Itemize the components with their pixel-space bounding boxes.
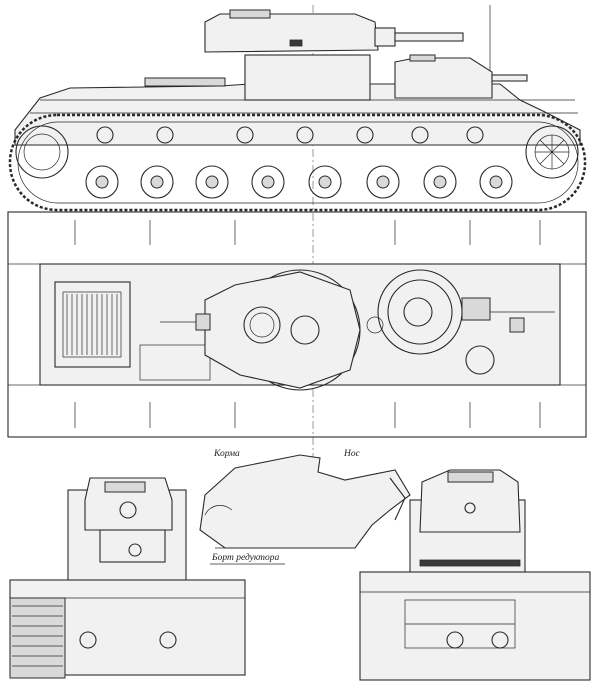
idler-wheel: [15, 125, 69, 179]
cupola: [229, 9, 271, 19]
front-tow-hook-right: [491, 631, 509, 649]
return-rollers: [96, 126, 484, 144]
small-turret: [394, 57, 493, 99]
top-view: [7, 211, 587, 438]
rear-tow-hook-left: [79, 631, 97, 649]
main-turret-top: [204, 271, 361, 389]
hull-section: [199, 454, 411, 549]
bow-label: Нос: [343, 449, 361, 459]
track: [8, 113, 587, 212]
engine-grille: [54, 281, 131, 368]
front-main-turret: [419, 469, 521, 533]
small-gun-barrel: [491, 74, 528, 82]
sprocket-wheel: [525, 125, 579, 179]
front-tow-hook-left: [446, 631, 464, 649]
front-vision-slot: [419, 559, 521, 567]
rear-view: [9, 477, 246, 679]
turret-base: [244, 54, 371, 101]
rear-small-turret: [99, 529, 166, 563]
main-turret: [204, 13, 379, 53]
front-view: [359, 469, 591, 681]
commander-hatch: [243, 306, 281, 344]
small-turret-top: [387, 279, 453, 345]
vision-port: [289, 39, 303, 47]
road-wheels: [85, 165, 513, 199]
gun-mantlet: [374, 27, 396, 47]
board-reducer-label: Борт редуктора: [211, 552, 280, 563]
stern-label: Корма: [213, 449, 240, 459]
main-gun-barrel: [394, 32, 464, 42]
side-view: [8, 9, 587, 212]
rear-track-left: [9, 597, 66, 679]
hull-section-view: [199, 454, 411, 565]
front-lower-hull: [359, 571, 591, 681]
engine-deck: [144, 77, 226, 87]
rear-tow-hook-right: [159, 631, 177, 649]
